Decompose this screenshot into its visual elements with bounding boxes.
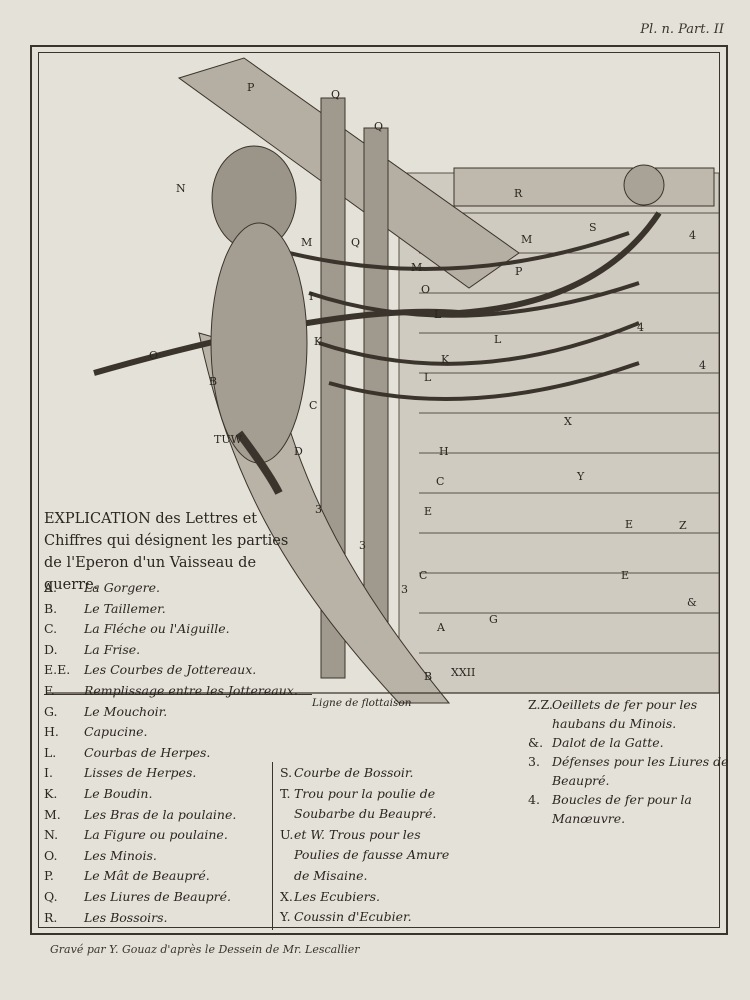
svg-text:R: R	[514, 187, 523, 200]
svg-text:M: M	[301, 236, 312, 249]
svg-text:C: C	[419, 569, 427, 582]
svg-text:XXII: XXII	[451, 666, 475, 679]
plate-outer-border	[30, 45, 728, 935]
hull-planking	[398, 172, 719, 694]
legend-item: I.Lisses de Herpes.	[44, 765, 197, 781]
legend-item: R.Les Bossoirs.	[44, 909, 168, 925]
waterline-label: Ligne de flottaison	[312, 697, 412, 709]
svg-text:E: E	[621, 569, 629, 582]
svg-text:4: 4	[689, 229, 696, 242]
svg-text:Y: Y	[576, 470, 585, 483]
svg-text:O: O	[149, 349, 158, 362]
svg-text:L: L	[494, 333, 502, 346]
legend-item: B.Le Taillemer.	[44, 600, 166, 616]
legend-item: G.Le Mouchoir.	[44, 703, 168, 719]
figure-letters: P Q Q N R S M Q M M P O O I L L K K L B …	[149, 81, 706, 683]
svg-text:L: L	[434, 308, 442, 321]
lion-figurehead	[210, 145, 308, 495]
svg-text:Q: Q	[351, 236, 360, 249]
legend-item: 4.Boucles de fer pour la Manœuvre.	[528, 792, 692, 826]
legend-item: M.Les Bras de la poulaine.	[44, 806, 237, 822]
svg-text:G: G	[489, 613, 498, 626]
legend-item: O.Les Minois.	[44, 847, 157, 863]
svg-text:3: 3	[315, 503, 322, 516]
svg-text:Q: Q	[331, 88, 340, 101]
head-rails	[288, 231, 640, 401]
svg-text:Q: Q	[374, 120, 383, 133]
svg-text:A: A	[436, 621, 446, 634]
legend-left-column: A.La Gorgere. B.Le Taillemer. C.La Fléch…	[44, 578, 298, 928]
legend-item: C.La Fléche ou l'Aiguille.	[44, 621, 230, 637]
plate-reference: Pl. n. Part. II	[640, 22, 724, 37]
legend-column-divider	[272, 762, 273, 930]
bow-engraving: P Q Q N R S M Q M M P O O I L L K K L B …	[39, 53, 719, 713]
legend-item: F.Remplissage entre les Jottereaux.	[44, 682, 298, 698]
svg-text:K: K	[314, 335, 323, 348]
svg-text:N: N	[176, 182, 186, 195]
legend-item: U.et W. Trous pour les Poulies de fausse…	[280, 826, 450, 883]
svg-text:C: C	[309, 399, 317, 412]
legend-item: S.Courbe de Bossoir.	[280, 765, 414, 780]
legend-item: Y.Coussin d'Ecubier.	[280, 909, 412, 925]
svg-text:P: P	[515, 265, 523, 278]
legend-divider-left	[44, 694, 312, 695]
svg-text:B: B	[209, 375, 217, 388]
legend-item: T.Trou pour la poulie de Soubarbe du Bea…	[280, 785, 437, 822]
legend-right-column: Z.Z.Oeillets de fer pour les haubans du …	[528, 695, 732, 828]
svg-text:K: K	[441, 353, 450, 366]
legend-item: D.La Frise.	[44, 641, 141, 657]
svg-text:O: O	[421, 283, 430, 296]
svg-text:X: X	[564, 415, 572, 428]
svg-text:&: &	[687, 596, 697, 609]
legend-item: P.Le Mât de Beaupré.	[44, 868, 210, 884]
legend-item: N.La Figure ou poulaine.	[44, 827, 228, 843]
svg-text:I: I	[309, 290, 313, 303]
svg-text:TUW: TUW	[214, 433, 243, 446]
engraver-credit: Gravé par Y. Gouaz d'après le Dessein de…	[50, 943, 360, 956]
svg-text:4: 4	[699, 359, 706, 372]
svg-text:L: L	[424, 371, 432, 384]
plate-inner-border	[38, 52, 720, 928]
legend-middle-column: S.Courbe de Bossoir. T.Trou pour la poul…	[280, 763, 464, 928]
svg-text:P: P	[247, 81, 255, 94]
legend-item: 3.Défenses pour les Liures de Beaupré.	[528, 754, 729, 788]
svg-text:3: 3	[359, 539, 366, 552]
legend-item: L.Courbas de Herpes.	[44, 744, 211, 760]
svg-text:S: S	[589, 221, 597, 234]
legend-item: E.E.Les Courbes de Jottereaux.	[44, 662, 257, 678]
svg-text:M: M	[411, 261, 422, 274]
svg-text:D: D	[294, 445, 303, 458]
legend-item: H.Capucine.	[44, 724, 148, 740]
svg-text:E: E	[424, 505, 432, 518]
svg-text:Z: Z	[679, 519, 687, 532]
legend-item: K.Le Boudin.	[44, 785, 153, 801]
svg-text:4: 4	[637, 321, 644, 334]
svg-text:B: B	[424, 670, 432, 683]
svg-text:3: 3	[401, 583, 408, 596]
legend-item: Z.Z.Oeillets de fer pour les haubans du …	[528, 697, 698, 731]
legend-item: A.La Gorgere.	[44, 580, 160, 595]
svg-text:C: C	[436, 475, 444, 488]
svg-text:M: M	[521, 233, 532, 246]
legend-item: X.Les Ecubiers.	[280, 888, 381, 904]
svg-text:H: H	[439, 445, 449, 458]
cathead-lion-mask	[623, 164, 665, 206]
cathead-beam	[453, 167, 715, 207]
explication-title: EXPLICATION des Lettres et Chiffres qui …	[44, 511, 289, 593]
legend-item: &.Dalot de la Gatte.	[528, 735, 664, 750]
legend-item: Q.Les Liures de Beaupré.	[44, 888, 232, 904]
svg-text:E: E	[625, 518, 633, 531]
